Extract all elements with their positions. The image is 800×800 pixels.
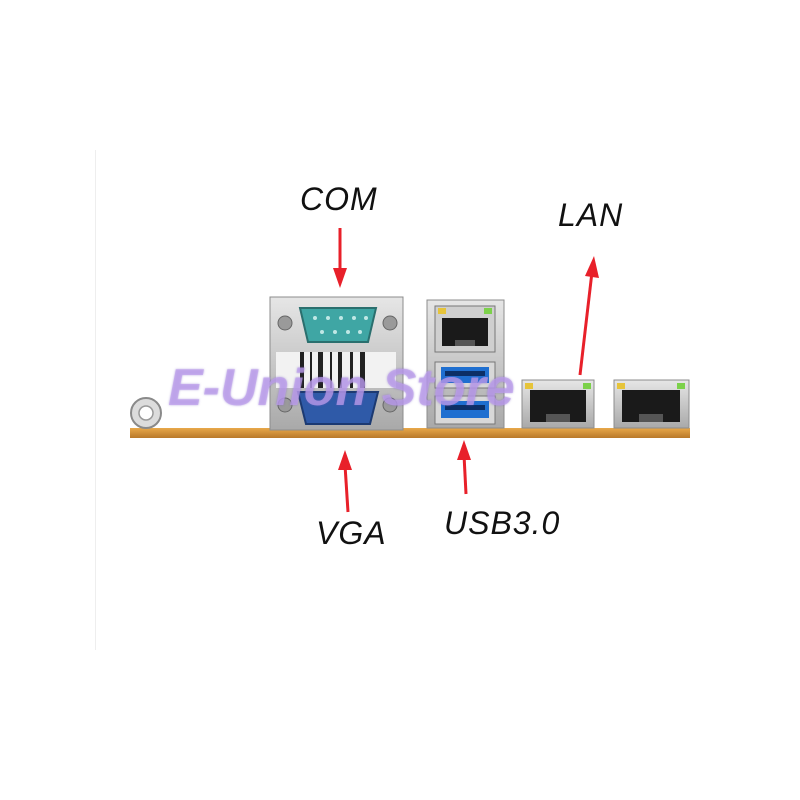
- usb-port-lower: [434, 395, 496, 425]
- vga-label: VGA: [316, 515, 387, 551]
- watermark-text: E-Union Store: [168, 359, 515, 417]
- lan-usb-stack: [426, 299, 505, 429]
- lan-label: LAN: [558, 197, 624, 233]
- vga-port: [277, 391, 398, 425]
- com-label: COM: [300, 181, 378, 217]
- pcb-edge: [130, 428, 690, 438]
- com-vga-connector: [269, 296, 404, 431]
- lan-arrow: [578, 256, 599, 376]
- label-stripes: [300, 352, 365, 388]
- lan-port-1: [521, 379, 595, 429]
- top-lan-port: [434, 305, 496, 353]
- usb-label: USB3.0: [444, 505, 561, 541]
- lan-port-2: [613, 379, 690, 429]
- usb-port-upper: [434, 361, 496, 389]
- vga-arrow: [338, 450, 352, 513]
- com-arrow: [333, 228, 347, 288]
- page-edge-line: [95, 150, 96, 650]
- com-port: [277, 307, 398, 343]
- standoff-screw: [130, 397, 162, 429]
- usb-arrow: [457, 440, 471, 495]
